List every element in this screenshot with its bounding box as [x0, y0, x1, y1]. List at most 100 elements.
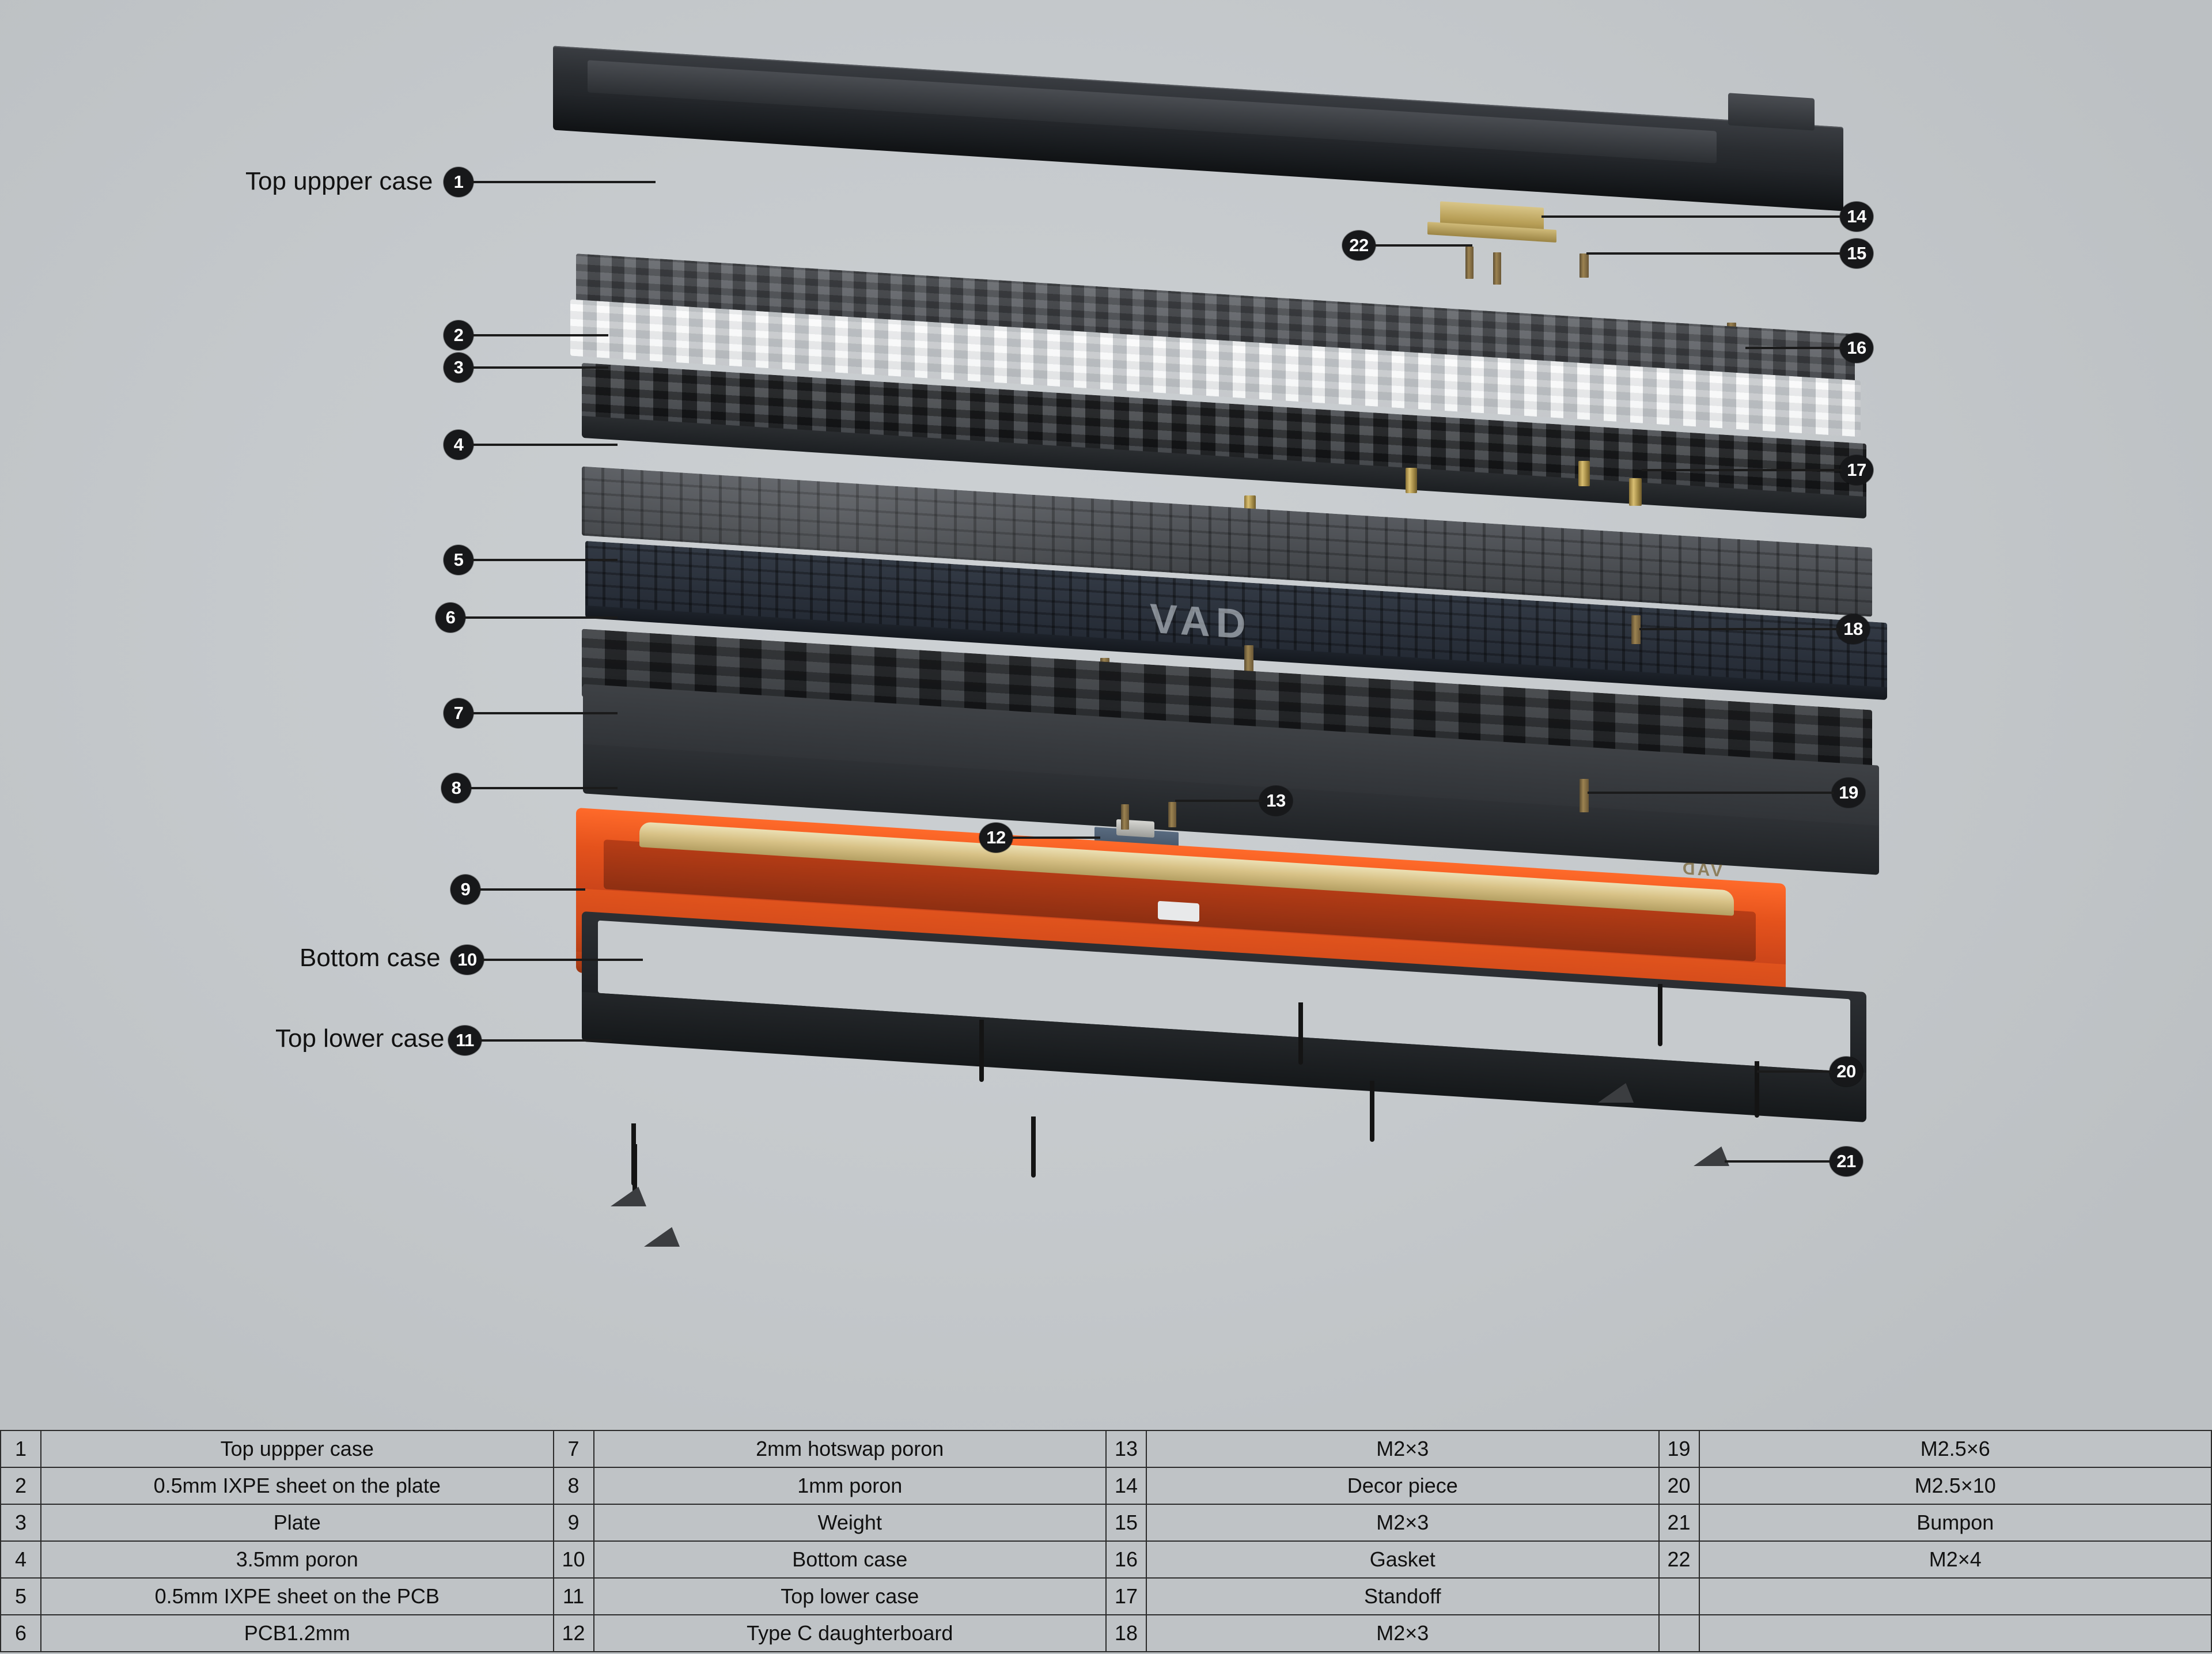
- table-row: 4 3.5mm poron 10 Bottom case 16 Gasket 2…: [0, 1541, 2212, 1579]
- callout-line-17: [1642, 469, 1842, 471]
- callout-badge-10[interactable]: 10: [450, 945, 484, 975]
- label-top-upper-case: Top uppper case: [245, 167, 433, 195]
- part-label-cell: M2.5×6: [1698, 1430, 2212, 1468]
- callout-line-18: [1639, 628, 1839, 630]
- callout-badge-20[interactable]: 20: [1830, 1057, 1863, 1087]
- table-row: 3 Plate 9 Weight 15 M2×3 21 Bumpon: [0, 1504, 2212, 1542]
- callout-badge-4[interactable]: 4: [444, 430, 474, 460]
- callout-line-10: [482, 959, 643, 961]
- callout-badge-12[interactable]: 12: [979, 823, 1013, 853]
- callout-line-22: [1373, 244, 1472, 247]
- callout-badge-14[interactable]: 14: [1840, 202, 1873, 232]
- exploded-diagram-stage: VAD VAD: [245, 46, 1887, 1247]
- part-number-cell: 5: [0, 1577, 41, 1615]
- part-number-cell: 20: [1658, 1467, 1700, 1505]
- callout-badge-16[interactable]: 16: [1840, 333, 1873, 363]
- callout-line-4: [471, 444, 618, 446]
- callout-line-14: [1541, 215, 1842, 218]
- standoff-h-labeled: [1629, 478, 1642, 506]
- callout-badge-2[interactable]: 2: [444, 320, 474, 350]
- standoff-g: [1578, 461, 1590, 486]
- screw-m2-5x10-h-labeled: [1755, 1061, 1759, 1118]
- callout-line-8: [469, 787, 618, 789]
- part-label-cell: 0.5mm IXPE sheet on the plate: [40, 1467, 554, 1505]
- part-number-cell: 17: [1105, 1577, 1147, 1615]
- part-label-cell: M2×3: [1146, 1504, 1660, 1542]
- callout-badge-1[interactable]: 1: [444, 167, 474, 197]
- part-number-cell: 19: [1658, 1430, 1700, 1468]
- callout-badge-18[interactable]: 18: [1836, 614, 1870, 644]
- part-label-cell: 3.5mm poron: [40, 1541, 554, 1579]
- part-top-upper-case: [553, 46, 1843, 211]
- part-number-cell-empty: [1658, 1577, 1700, 1615]
- part-label-cell: Type C daughterboard: [593, 1614, 1107, 1652]
- part-label-cell: M2×3: [1146, 1430, 1660, 1468]
- bumpon-a: [611, 1187, 646, 1206]
- part-number-cell: 3: [0, 1504, 41, 1542]
- callout-line-7: [471, 712, 618, 714]
- screw-m2-5x10-d: [1658, 984, 1662, 1046]
- callout-line-6: [463, 616, 618, 619]
- screw-m2x3-pcb-d: [1244, 645, 1253, 674]
- screw-m2x3-pcb-e-labeled: [1631, 615, 1641, 644]
- part-label-cell: Decor piece: [1146, 1467, 1660, 1505]
- callout-line-19: [1588, 792, 1834, 794]
- part-number-cell: 13: [1105, 1430, 1147, 1468]
- callout-badge-3[interactable]: 3: [444, 353, 474, 383]
- part-label-cell-empty: [1698, 1614, 2212, 1652]
- screw-m2-5x6-right-labeled: [1580, 779, 1589, 812]
- part-label-cell: Gasket: [1146, 1541, 1660, 1579]
- part-number-cell: 1: [0, 1430, 41, 1468]
- screw-m2x3-db-left: [1121, 804, 1129, 830]
- part-label-cell: Top lower case: [593, 1577, 1107, 1615]
- standoff-f: [1406, 468, 1417, 493]
- callout-badge-11[interactable]: 11: [448, 1025, 482, 1055]
- callout-line-3: [471, 366, 608, 369]
- part-label-cell: 0.5mm IXPE sheet on the PCB: [40, 1577, 554, 1615]
- parts-table: 1 Top uppper case 7 2mm hotswap poron 13…: [0, 1430, 2212, 1652]
- part-label-cell: Standoff: [1146, 1577, 1660, 1615]
- part-label-cell: Bumpon: [1698, 1504, 2212, 1542]
- table-row: 1 Top uppper case 7 2mm hotswap poron 13…: [0, 1430, 2212, 1468]
- part-number-cell: 2: [0, 1467, 41, 1505]
- part-label-cell: M2.5×10: [1698, 1467, 2212, 1505]
- callout-badge-8[interactable]: 8: [441, 773, 471, 803]
- callout-badge-19[interactable]: 19: [1832, 778, 1865, 808]
- screw-m2x4-a: [1465, 247, 1474, 279]
- part-label-cell-empty: [1698, 1577, 2212, 1615]
- part-label-cell: Bottom case: [593, 1541, 1107, 1579]
- callout-badge-15[interactable]: 15: [1840, 239, 1873, 268]
- callout-badge-21[interactable]: 21: [1830, 1146, 1863, 1176]
- part-number-cell: 15: [1105, 1504, 1147, 1542]
- table-row: 5 0.5mm IXPE sheet on the PCB 11 Top low…: [0, 1577, 2212, 1615]
- part-label-cell: M2×3: [1146, 1614, 1660, 1652]
- callout-badge-5[interactable]: 5: [444, 545, 474, 575]
- callout-badge-9[interactable]: 9: [450, 875, 480, 904]
- part-number-cell: 6: [0, 1614, 41, 1652]
- part-number-cell: 9: [552, 1504, 594, 1542]
- table-row: 6 PCB1.2mm 12 Type C daughterboard 18 M2…: [0, 1614, 2212, 1652]
- callout-badge-17[interactable]: 17: [1840, 455, 1873, 485]
- part-label-cell: 1mm poron: [593, 1467, 1107, 1505]
- part-number-cell-empty: [1658, 1614, 1700, 1652]
- parts-table-body: 1 Top uppper case 7 2mm hotswap poron 13…: [0, 1430, 2212, 1652]
- part-number-cell: 11: [552, 1577, 594, 1615]
- part-label-cell: Weight: [593, 1504, 1107, 1542]
- part-label-cell: M2×4: [1698, 1541, 2212, 1579]
- callout-badge-13[interactable]: 13: [1259, 786, 1293, 816]
- screw-m2-5x10-c: [1298, 1002, 1303, 1065]
- part-label-cell: Top uppper case: [40, 1430, 554, 1468]
- callout-line-21: [1725, 1160, 1832, 1163]
- callout-badge-22[interactable]: 22: [1342, 230, 1376, 260]
- callout-badge-6[interactable]: 6: [435, 603, 465, 633]
- part-number-cell: 4: [0, 1541, 41, 1579]
- callout-line-5: [471, 559, 618, 561]
- callout-line-9: [478, 888, 585, 891]
- part-label-cell: Plate: [40, 1504, 554, 1542]
- callout-line-16: [1745, 347, 1842, 349]
- callout-line-11: [479, 1039, 612, 1042]
- part-number-cell: 7: [552, 1430, 594, 1468]
- callout-badge-7[interactable]: 7: [444, 698, 474, 728]
- part-number-cell: 12: [552, 1614, 594, 1652]
